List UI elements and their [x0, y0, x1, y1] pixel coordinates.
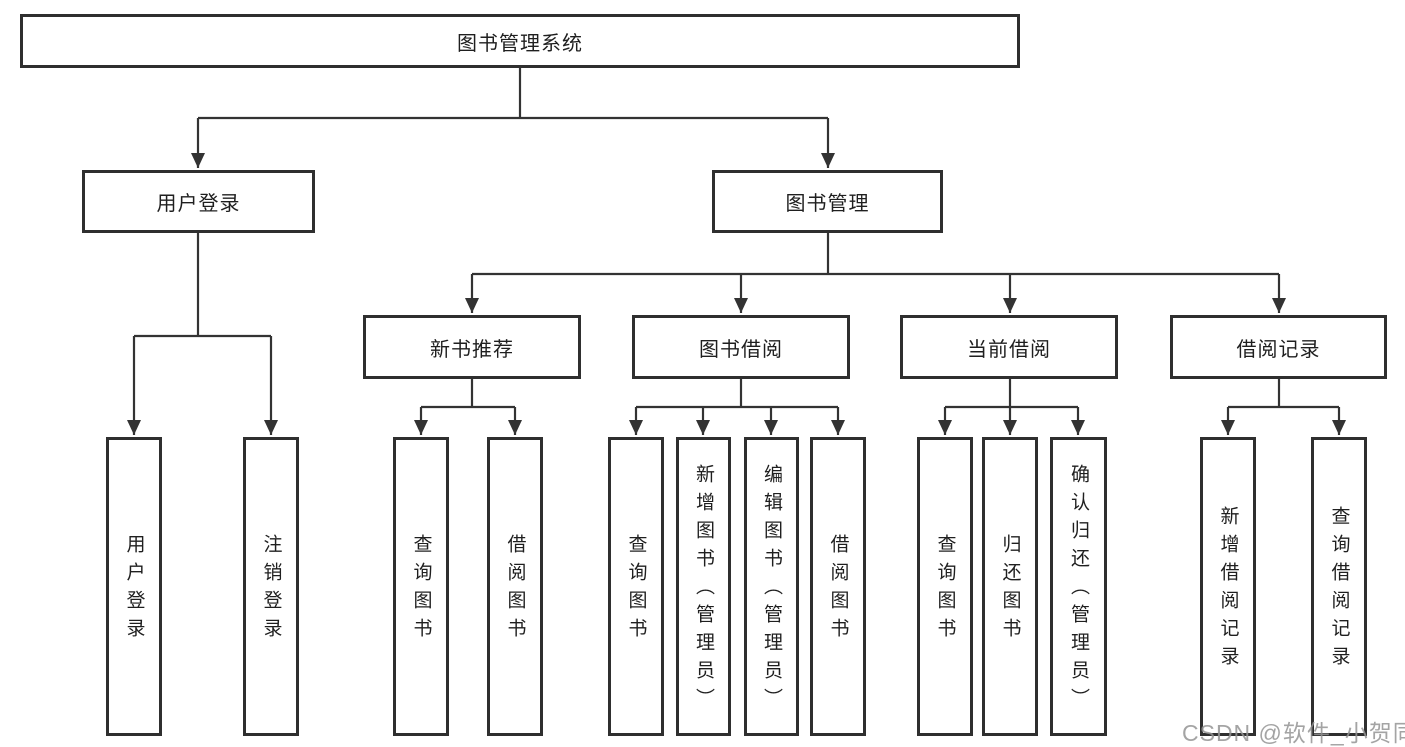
node-label: 图书管理系统 — [457, 32, 583, 55]
node-label: 用户登录 — [156, 193, 241, 215]
node-label: 查询图书 — [625, 533, 647, 646]
node-label: 新书推荐 — [430, 338, 514, 361]
leaf-user-login: 用户登录 — [106, 437, 162, 736]
leaf-query-book-recommend: 查询图书 — [393, 437, 449, 736]
node-label: 借阅图书 — [827, 533, 849, 646]
leaf-query-borrow-record: 查询借阅记录 — [1311, 437, 1367, 736]
leaf-borrow-book: 借阅图书 — [810, 437, 866, 736]
node-current-borrow: 当前借阅 — [900, 315, 1118, 379]
leaf-borrow-book-recommend: 借阅图书 — [487, 437, 543, 736]
node-book-management: 图书管理 — [712, 170, 943, 233]
node-label: 新增借阅记录 — [1217, 505, 1239, 674]
node-label: 查询图书 — [410, 533, 432, 646]
leaf-add-borrow-record: 新增借阅记录 — [1200, 437, 1256, 736]
leaf-confirm-return-admin: 确认归还（管理员） — [1050, 437, 1107, 736]
leaf-logout: 注销登录 — [243, 437, 299, 736]
node-label: 借阅图书 — [504, 533, 526, 646]
node-label: 用户登录 — [123, 533, 145, 646]
node-label: 注销登录 — [260, 533, 282, 646]
node-root-library-system: 图书管理系统 — [20, 14, 1020, 68]
node-label: 图书借阅 — [699, 338, 783, 361]
leaf-return-book: 归还图书 — [982, 437, 1038, 736]
node-label: 图书管理 — [785, 193, 870, 215]
node-label: 归还图书 — [999, 533, 1021, 646]
leaf-edit-book-admin: 编辑图书（管理员） — [744, 437, 799, 736]
node-label: 编辑图书（管理员） — [761, 463, 782, 716]
node-new-book-recommend: 新书推荐 — [363, 315, 581, 379]
node-user-login: 用户登录 — [82, 170, 315, 233]
node-label: 查询借阅记录 — [1328, 505, 1350, 674]
node-label: 新增图书（管理员） — [693, 463, 714, 716]
node-label: 查询图书 — [934, 533, 956, 646]
node-label: 确认归还（管理员） — [1068, 463, 1089, 716]
node-label: 借阅记录 — [1236, 338, 1321, 361]
node-book-borrow: 图书借阅 — [632, 315, 850, 379]
leaf-query-book: 查询图书 — [608, 437, 664, 736]
csdn-watermark: CSDN @软件_小贺同学 — [1182, 720, 1405, 746]
leaf-query-current-borrow: 查询图书 — [917, 437, 973, 736]
leaf-add-book-admin: 新增图书（管理员） — [676, 437, 731, 736]
node-label: 当前借阅 — [967, 338, 1051, 361]
node-borrow-record: 借阅记录 — [1170, 315, 1387, 379]
